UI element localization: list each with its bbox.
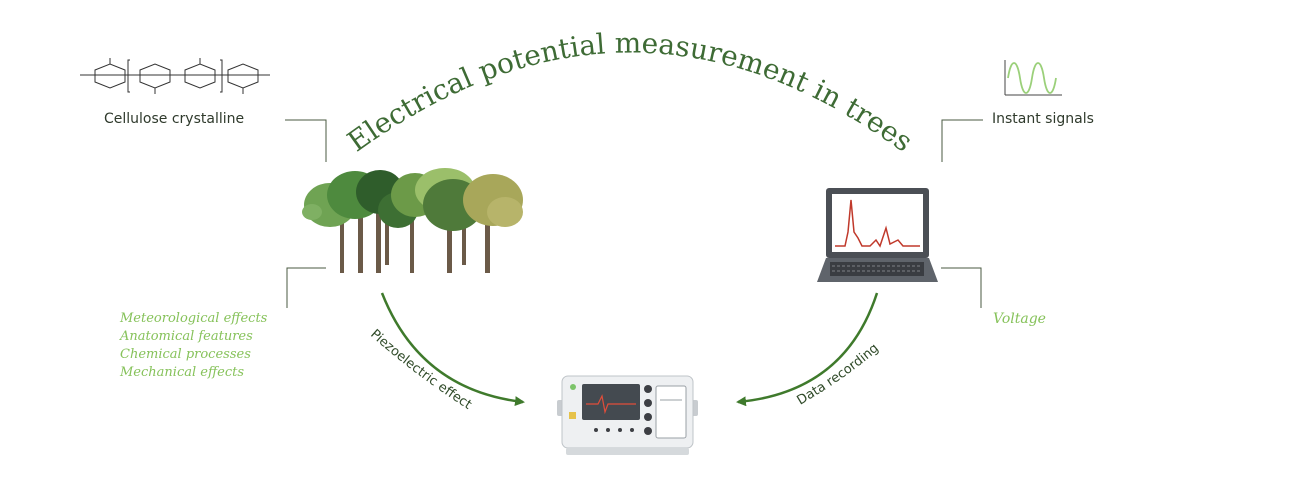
connector-voltage	[941, 267, 982, 308]
connector-factors	[286, 267, 326, 308]
instant-signals-label: Instant signals	[992, 111, 1094, 127]
connector-cellulose	[285, 119, 327, 162]
sine-signal-icon	[1004, 60, 1062, 96]
laptop-icon	[817, 188, 938, 282]
arrow-trees-to-device	[380, 292, 525, 407]
arrow-laptop-to-device	[736, 292, 879, 407]
factor-item: Meteorological effects	[120, 311, 268, 326]
data-recording-label: Data recording	[794, 341, 881, 409]
oscilloscope-icon	[557, 375, 698, 455]
voltage-label: Voltage	[993, 311, 1046, 327]
factors-list: Meteorological effects Anatomical featur…	[120, 310, 267, 382]
factor-item: Anatomical features	[120, 329, 253, 344]
factor-item: Mechanical effects	[120, 365, 245, 380]
forest-illustration	[302, 168, 523, 273]
cellulose-chain-icon	[80, 58, 270, 94]
connector-instant-signals	[941, 119, 983, 162]
cellulose-label: Cellulose crystalline	[104, 111, 245, 127]
connector-lines	[285, 119, 983, 308]
diagram-title: Electrical potential measurement in tree…	[341, 26, 918, 158]
factor-item: Chemical processes	[120, 347, 251, 362]
piezoelectric-label: Piezoelectric effect	[367, 327, 474, 413]
